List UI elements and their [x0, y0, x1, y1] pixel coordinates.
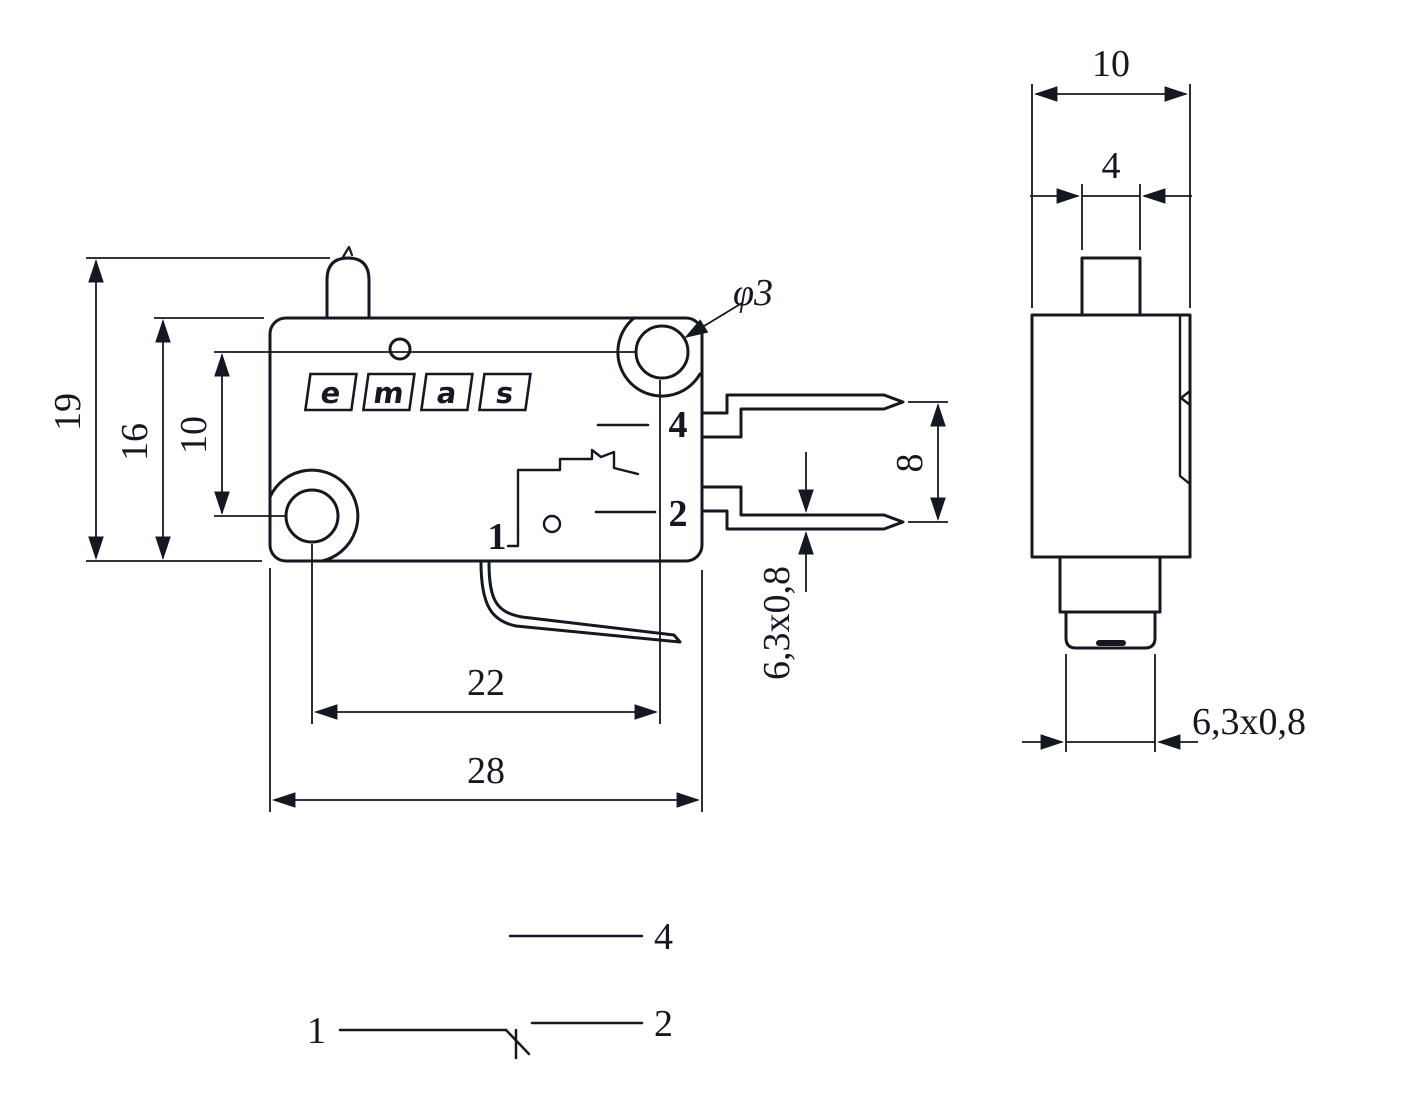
- dim-text-28: 28: [467, 750, 505, 792]
- switch-body-outline: [268, 316, 704, 563]
- mounting-hole-bottom: [284, 488, 340, 544]
- dim-text-19: 19: [47, 393, 89, 431]
- contact-line-1: [506, 533, 520, 548]
- side-terminal-tip: [1064, 610, 1157, 650]
- terminal-pin-4: [700, 393, 905, 439]
- side-body-outline: [1030, 313, 1192, 559]
- dim-text-terminal-front: 6,3x0,8: [756, 566, 798, 680]
- schematic-label-1: 1: [307, 1010, 326, 1052]
- logo-letter-m: m: [371, 376, 406, 410]
- mounting-boss-arc-top: [616, 316, 702, 398]
- dim-text-terminal-side: 6,3x0,8: [1192, 701, 1306, 743]
- side-plunger: [1080, 256, 1142, 317]
- ext-lines-10v: [214, 351, 636, 517]
- front-dimensions: [86, 257, 948, 812]
- side-clip-notch: [1179, 389, 1192, 407]
- leader-hole-dia: [684, 302, 743, 339]
- contact-rivet: [542, 514, 562, 534]
- side-terminal-block: [1058, 555, 1162, 614]
- brand-logo: e m a s: [303, 372, 532, 412]
- schematic-blade: [504, 1028, 531, 1056]
- side-view: [1030, 256, 1192, 650]
- ext-lines-19: [86, 257, 330, 562]
- dim-text-4: 4: [1102, 145, 1121, 187]
- logo-box-2: [361, 372, 416, 412]
- logo-box-3: [419, 372, 474, 412]
- dim-text-10v: 10: [173, 416, 215, 454]
- ext-lines-22: [311, 380, 661, 724]
- schematic-label-2: 2: [654, 1003, 673, 1045]
- terminal-label-2: 2: [669, 493, 688, 535]
- side-body-step: [1178, 313, 1192, 486]
- plunger-tip-mark: [341, 245, 354, 259]
- dim-text-hole-dia: φ3: [733, 272, 773, 314]
- contact-blade: [516, 448, 640, 537]
- front-view: [268, 245, 905, 644]
- logo-letter-s: s: [494, 376, 516, 410]
- ext-lines-4: [1081, 184, 1141, 250]
- schematic-label-4: 4: [654, 916, 673, 958]
- pivot-hole: [388, 337, 412, 361]
- mounting-hole-top: [634, 324, 690, 380]
- logo-box-4: [477, 372, 532, 412]
- terminal-label-4: 4: [669, 404, 688, 446]
- ext-lines-8: [908, 401, 948, 523]
- terminal-label-1: 1: [488, 516, 507, 558]
- logo-box-1: [303, 372, 358, 412]
- dim-text-16: 16: [114, 423, 156, 461]
- ext-lines-terminal-side: [1065, 654, 1156, 752]
- mounting-boss-arc-bottom: [268, 468, 360, 563]
- dim-text-10-side: 10: [1092, 43, 1130, 85]
- circuit-schematic: [338, 934, 644, 1060]
- actuator-lever: [479, 560, 682, 644]
- terminal-pin-2: [700, 485, 905, 531]
- logo-letter-a: a: [435, 376, 459, 410]
- logo-letter-e: e: [319, 376, 343, 410]
- plunger-loop: [325, 256, 371, 320]
- dim-text-22: 22: [467, 662, 505, 704]
- dim-text-8: 8: [889, 454, 931, 473]
- side-dimensions: [1022, 84, 1198, 752]
- ext-lines-28: [269, 568, 703, 812]
